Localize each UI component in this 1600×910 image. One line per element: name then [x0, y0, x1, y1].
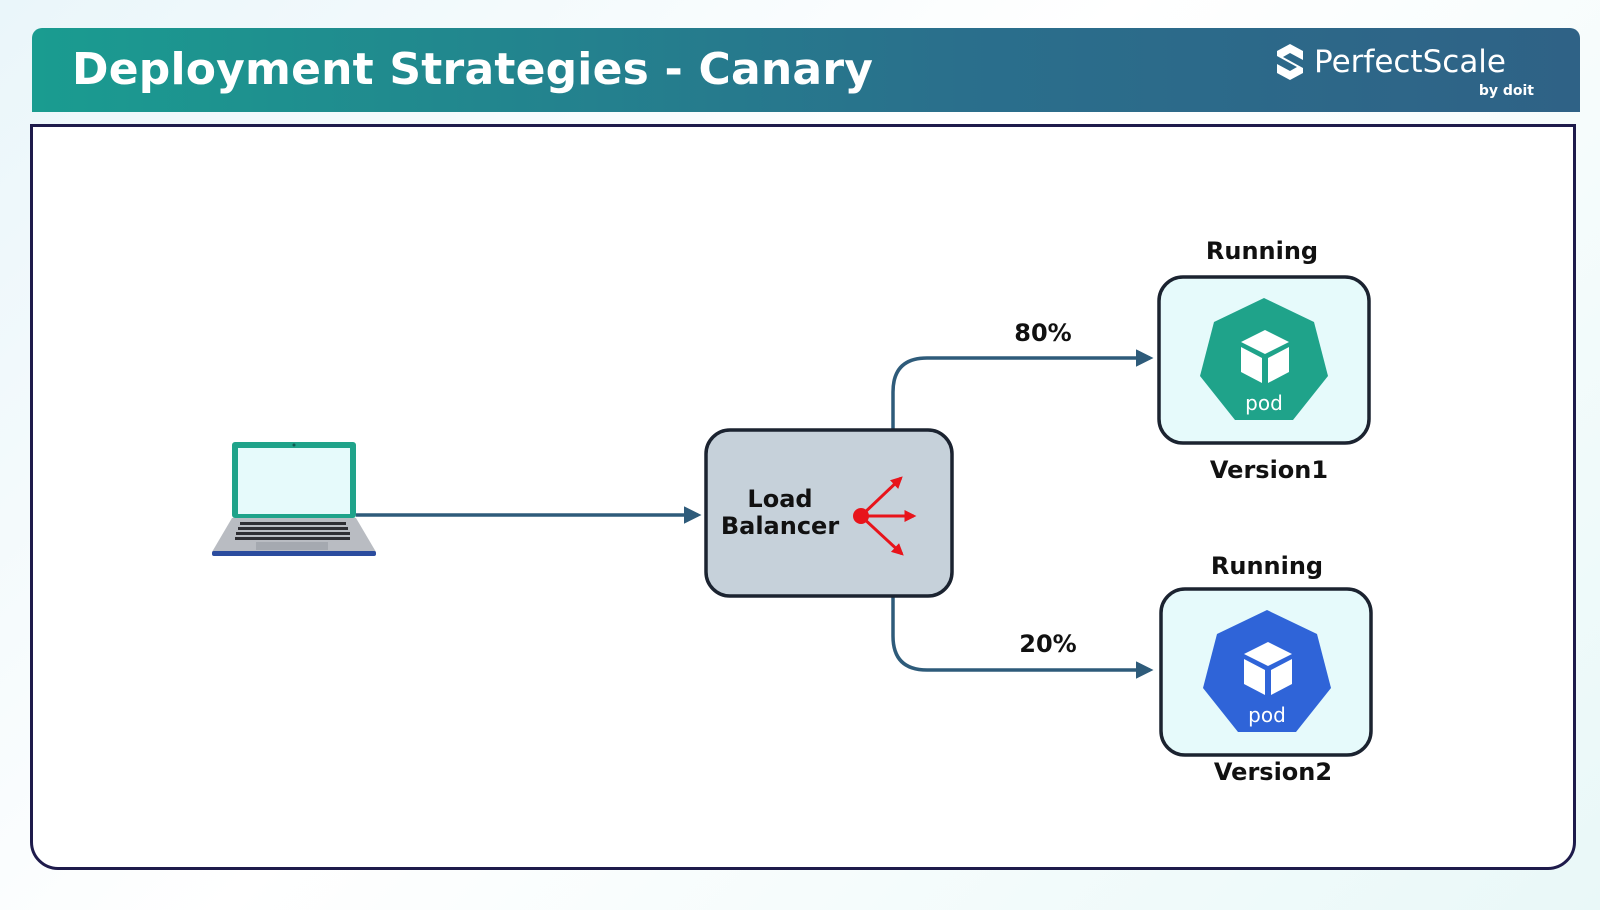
target2-status: Running	[1211, 552, 1323, 580]
lb-label-line1: Load	[747, 485, 812, 513]
load-balancer-node: Load Balancer	[704, 428, 954, 598]
route-20-arrow	[891, 597, 1154, 679]
page-title: Deployment Strategies - Canary	[72, 44, 874, 95]
target1-status: Running	[1206, 237, 1318, 265]
brand-name: PerfectScale	[1314, 44, 1506, 80]
target1-node: pod	[1157, 275, 1371, 445]
pod-label: pod	[1245, 391, 1283, 415]
target2-version: Version2	[1214, 758, 1332, 786]
pod-icon: pod	[1203, 610, 1331, 732]
pod-label: pod	[1248, 703, 1286, 727]
header-banner: Deployment Strategies - Canary PerfectSc…	[32, 28, 1580, 112]
target2-node: pod	[1159, 587, 1373, 757]
brand: PerfectScale by doit	[1274, 40, 1534, 104]
laptop-icon	[212, 442, 376, 556]
target1-version: Version1	[1210, 456, 1328, 484]
brand-subtitle: by doit	[1478, 83, 1534, 99]
perfectscale-logo-icon	[1277, 44, 1303, 80]
route-80-label: 80%	[1014, 319, 1071, 347]
pod-icon: pod	[1200, 298, 1328, 420]
traffic-split-icon	[853, 476, 917, 556]
lb-label-line2: Balancer	[721, 512, 840, 540]
route-20-label: 20%	[1019, 630, 1076, 658]
route-80-arrow	[891, 349, 1154, 430]
